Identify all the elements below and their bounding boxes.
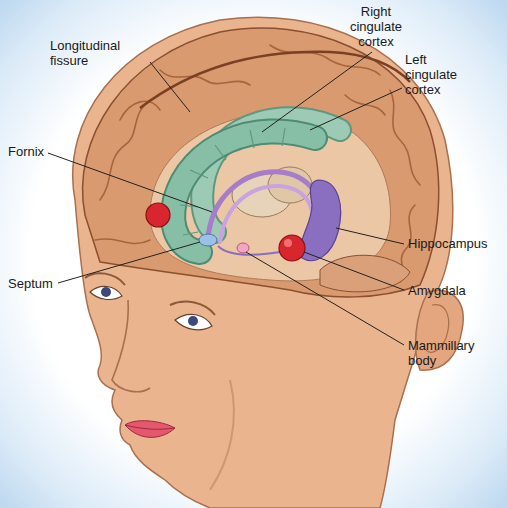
cingulate-cortex <box>173 131 315 252</box>
fornix <box>220 186 313 242</box>
structure-label: Fornix <box>8 144 68 159</box>
cerebellum <box>320 255 410 292</box>
structure-label: Left cingulate cortex <box>405 52 475 97</box>
cingulate-cortex <box>173 131 315 252</box>
amygdala <box>146 203 170 227</box>
structure-label: Right cingulate cortex <box>340 4 412 49</box>
face <box>85 273 234 490</box>
structure-label: Hippocampus <box>408 236 503 251</box>
amygdala <box>279 235 305 261</box>
highlight <box>284 239 292 247</box>
fornix <box>208 172 322 238</box>
gyri <box>95 45 420 282</box>
mammillary-body <box>237 243 249 253</box>
structure-label: Septum <box>8 276 68 291</box>
brain <box>83 28 439 297</box>
structure-label: Mammillary body <box>408 338 488 368</box>
leader-lines <box>48 52 404 345</box>
structure-label: Longitudinal fissure <box>50 38 155 68</box>
hippocampus <box>301 180 341 261</box>
septum <box>199 234 217 246</box>
cingulate-folds <box>180 128 285 235</box>
structure-label: Amygdala <box>408 283 498 298</box>
